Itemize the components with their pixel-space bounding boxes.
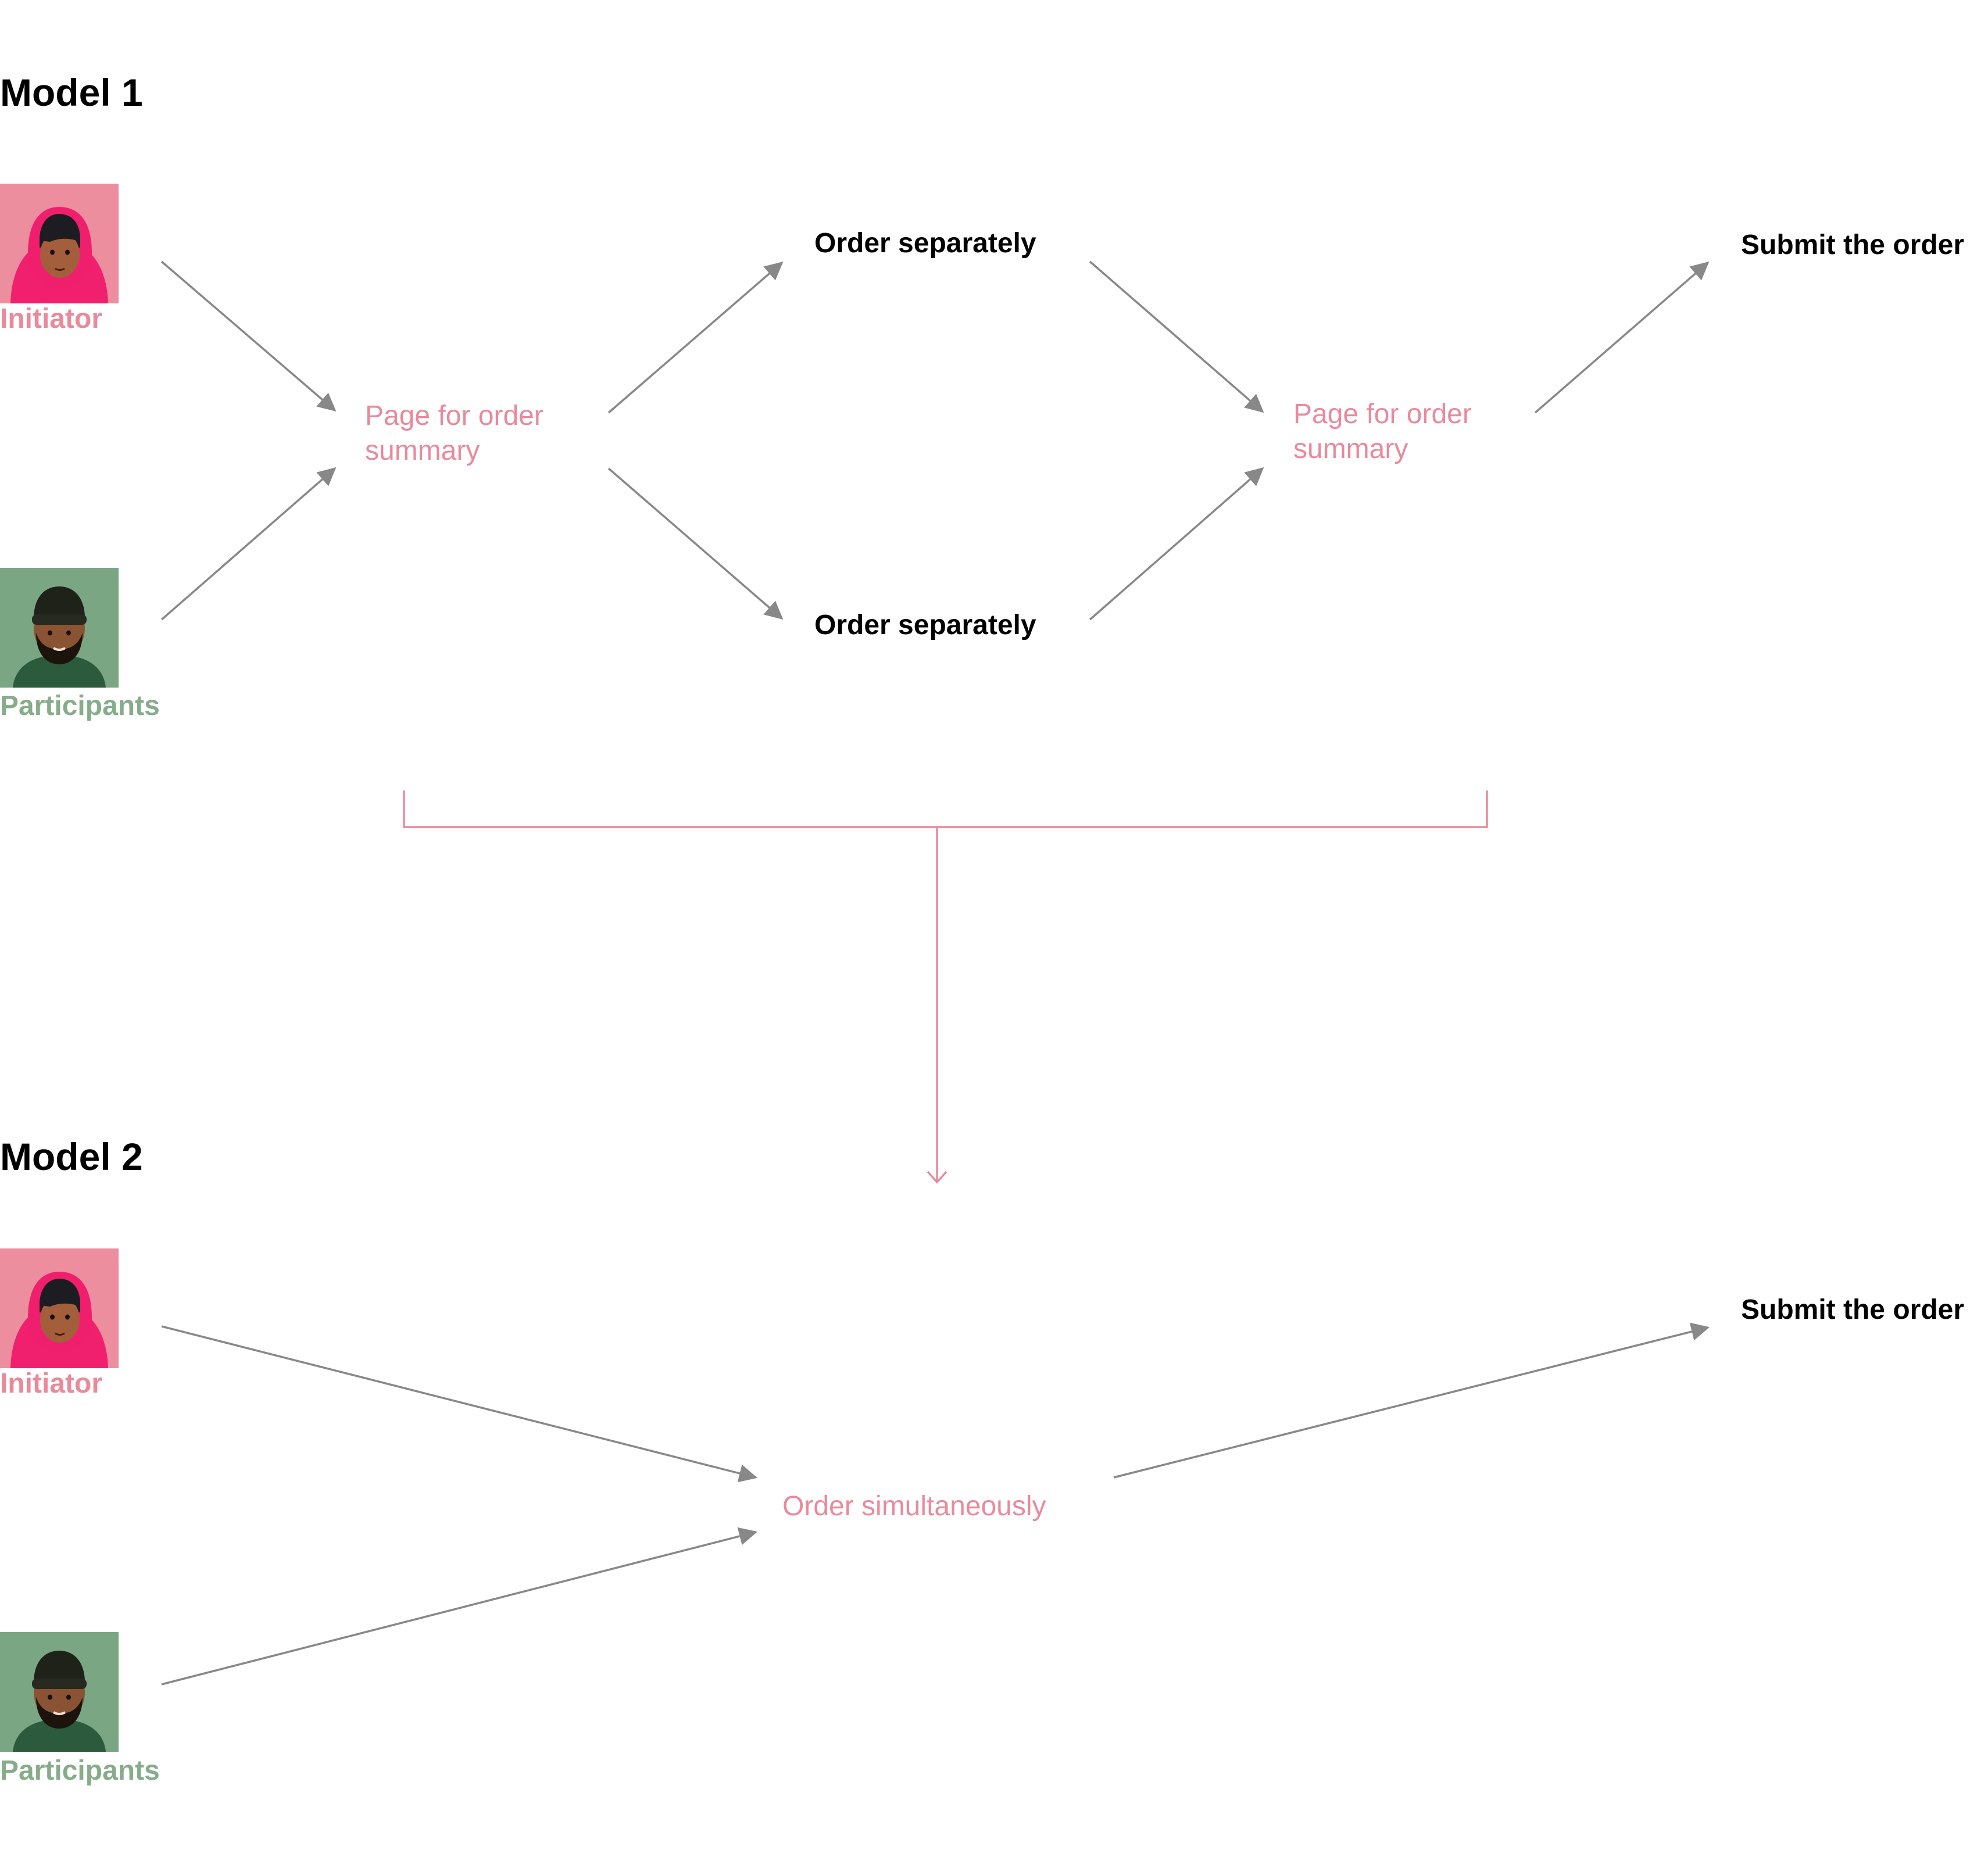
initiator-avatar-model-2 bbox=[0, 1248, 119, 1368]
order-separately-bottom: Order separately bbox=[814, 610, 1036, 641]
initiator-label-model-2: Initiator bbox=[0, 1368, 102, 1399]
model-transition-bracket bbox=[403, 790, 1488, 1184]
order-simultaneously-label: Order simultaneously bbox=[782, 1491, 1046, 1522]
arrow-summary-to-order-top bbox=[607, 261, 784, 414]
arrow-order-simultaneously-to-submit bbox=[1113, 1322, 1710, 1479]
arrow-initiator-to-order-simultaneously bbox=[161, 1325, 758, 1483]
bearded-man-beanie-avatar-icon bbox=[13, 1651, 106, 1752]
participants-label-model-2: Participants bbox=[0, 1755, 160, 1786]
model-1-title: Model 1 bbox=[0, 71, 143, 114]
bearded-man-beanie-avatar-icon bbox=[13, 586, 106, 688]
arrow-order-top-to-summary-right bbox=[1089, 260, 1264, 413]
participant-avatar-model-2 bbox=[0, 1632, 119, 1752]
model-2-title: Model 2 bbox=[0, 1135, 143, 1178]
bracket-outline bbox=[403, 790, 1488, 828]
submit-order-model-1: Submit the order bbox=[1741, 230, 1965, 260]
participant-avatar-model-1 bbox=[0, 568, 119, 688]
arrow-initiator-to-summary bbox=[160, 260, 337, 412]
arrow-order-bottom-to-summary-right bbox=[1089, 467, 1264, 621]
bracket-arrowhead bbox=[927, 1171, 947, 1184]
submit-order-model-2: Submit the order bbox=[1741, 1294, 1965, 1325]
order-summary-page-right: Page for order summary bbox=[1293, 399, 1472, 464]
initiator-label-model-1: Initiator bbox=[0, 303, 102, 334]
woman-hijab-avatar-icon bbox=[10, 207, 108, 303]
woman-hijab-avatar-icon bbox=[10, 1272, 108, 1368]
order-separately-top: Order separately bbox=[814, 228, 1036, 259]
arrow-summary-to-order-bottom bbox=[607, 467, 784, 620]
arrow-participants-to-summary bbox=[160, 467, 337, 621]
arrow-participants-to-order-simultaneously bbox=[161, 1527, 758, 1686]
order-summary-page-left: Page for order summary bbox=[365, 400, 544, 466]
participants-label-model-1: Participants bbox=[0, 690, 160, 721]
initiator-avatar-model-1 bbox=[0, 184, 119, 303]
arrow-summary-right-to-submit bbox=[1534, 261, 1710, 414]
